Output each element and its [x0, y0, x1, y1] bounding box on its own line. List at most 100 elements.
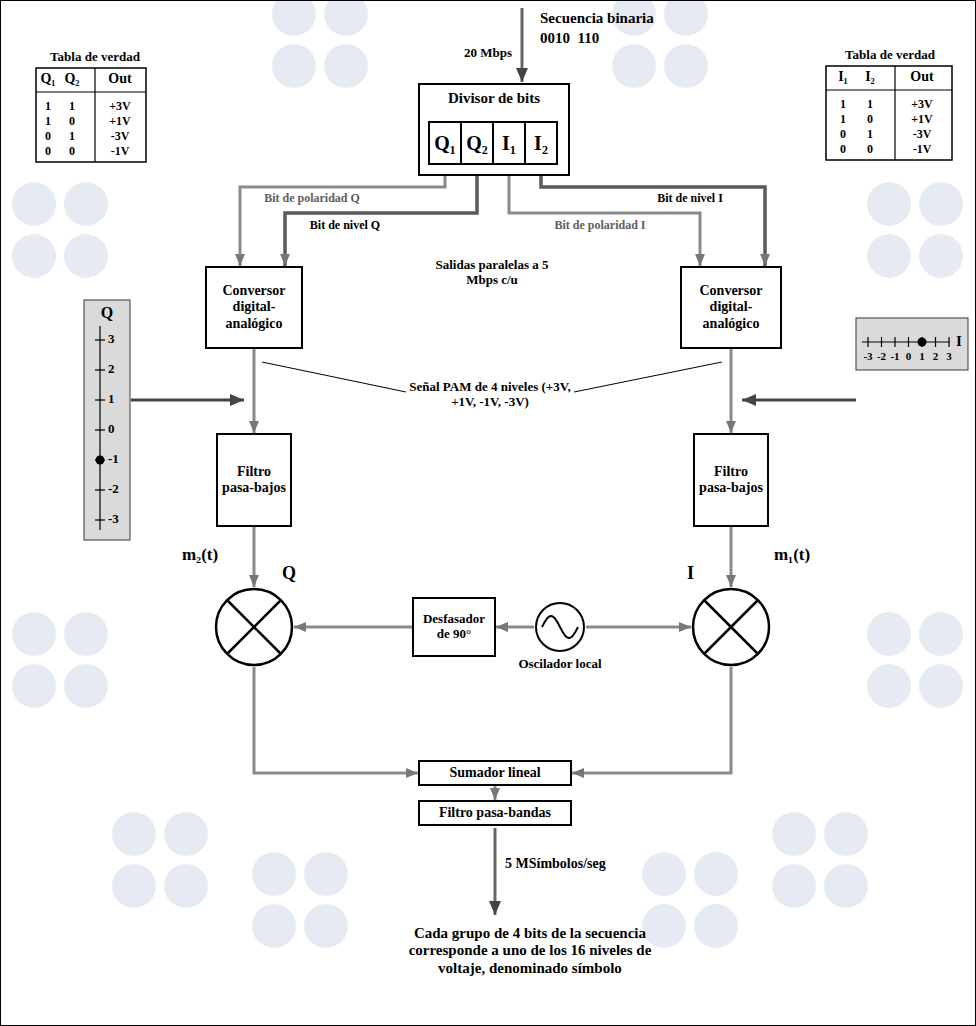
axis-tick: [95, 519, 105, 520]
text-label: Q: [92, 304, 122, 322]
axis-line: [99, 326, 100, 530]
table-divider: [826, 89, 952, 90]
adder-box: Sumador lineal: [418, 760, 572, 786]
node-label: Filtro pasa-bajos: [699, 464, 763, 496]
signal-connector: [541, 165, 765, 266]
text-label: 0010 110: [540, 30, 690, 47]
label-text: Out: [108, 71, 131, 86]
text-label: 0: [28, 145, 68, 159]
label-text: 5 MSímbolos/seg: [505, 856, 606, 871]
watermark-circle: [252, 904, 296, 948]
axis-tick: [894, 337, 895, 347]
table-divider: [94, 68, 95, 162]
label-text: Q₁: [40, 71, 55, 86]
label-text: +3V: [911, 97, 933, 111]
label-text: 3: [108, 331, 115, 346]
signal-connector: [586, 626, 691, 629]
signal-connector: [494, 786, 497, 800]
oscillator-circle: Oscilador local: [534, 601, 586, 653]
label-text: 1: [45, 99, 51, 113]
text-label: -3V: [100, 130, 140, 144]
bit-cell: Q₂: [460, 121, 494, 165]
truth-table-frame: [826, 66, 952, 160]
truth-table-frame: [36, 68, 146, 162]
text-label: 0: [900, 350, 918, 363]
label-text: I₂: [865, 69, 875, 84]
label-text: I₁: [838, 69, 848, 84]
signal-connector: [254, 667, 418, 773]
axis-line: [862, 341, 950, 342]
text-label: I: [952, 333, 966, 350]
signal-connector: [730, 527, 733, 587]
text-label: I₂: [850, 69, 890, 85]
watermark-circle: [664, 44, 708, 88]
label-text: 2: [108, 361, 115, 376]
watermark-circle: [919, 612, 963, 656]
label-text: Tabla de verdad: [50, 49, 140, 64]
label-text: +3V: [109, 99, 131, 113]
watermark-circle: [164, 864, 208, 908]
text-label: Out: [100, 71, 140, 87]
label-text: 2: [933, 350, 939, 362]
connector-label-text: m₂(t): [180, 545, 220, 564]
text-label: 1: [823, 113, 863, 127]
mixer-outline: [693, 589, 769, 665]
signal-connector: [240, 165, 445, 266]
label-text: -3V: [111, 129, 130, 143]
label-text: 0010 110: [540, 30, 599, 46]
label-text: -1: [108, 451, 119, 466]
label-text: 1: [45, 114, 51, 128]
text-label: -2: [108, 482, 130, 497]
bit-name: Q₁: [434, 132, 456, 155]
watermark-circle: [772, 812, 816, 856]
text-label: Señal PAM de 4 niveles (+3V, +1V, -1V, -…: [406, 380, 574, 410]
label-text: +1V: [911, 112, 933, 126]
node-label: Divisor de bits: [420, 90, 568, 107]
node-label: Filtro pasa-bajos: [222, 464, 286, 496]
watermark-circle: [252, 852, 296, 896]
text-label: -3V: [902, 128, 942, 142]
watermark-circle: [772, 864, 816, 908]
label-text: 0: [867, 142, 873, 156]
text-label: Q₂: [52, 71, 92, 87]
text-label: -1: [108, 452, 130, 467]
watermark-circle: [824, 864, 868, 908]
connector-label: m₂(t): [180, 545, 220, 565]
watermark-circle: [694, 852, 738, 896]
text-label: 1: [108, 392, 130, 407]
text-label: 0: [52, 145, 92, 159]
text-label: -3: [108, 512, 130, 527]
label-text: Q₂: [64, 71, 79, 86]
text-label: 2: [927, 350, 945, 363]
table-divider: [894, 66, 895, 160]
mixer-outline: [216, 589, 292, 665]
axis-tick: [948, 337, 949, 347]
watermark-circle: [304, 852, 348, 896]
watermark-circle: [664, 0, 708, 36]
label-text: -3: [863, 350, 872, 362]
text-label: 1: [28, 100, 68, 114]
label-text: 1: [108, 391, 115, 406]
text-label: -1V: [902, 143, 942, 157]
node-label: Filtro pasa-bandas: [439, 805, 551, 821]
text-label: 3: [940, 350, 958, 363]
watermark-circle: [164, 812, 208, 856]
output-arrow: [494, 828, 497, 915]
label-text: 20 Mbps: [464, 45, 512, 60]
constellation-dot: [918, 338, 927, 347]
text-label: 1: [850, 98, 890, 112]
text-label: 20 Mbps: [420, 46, 512, 61]
watermark-circle: [64, 182, 108, 226]
watermark-circle: [112, 864, 156, 908]
oscillator-outline: [536, 603, 584, 651]
text-label: 1: [52, 100, 92, 114]
lowpass-filter-box: Filtro pasa-bajos: [693, 433, 769, 527]
signal-connector: [509, 165, 700, 266]
watermark-circle: [12, 182, 56, 226]
label-text: Out: [910, 69, 933, 84]
connector-label: Bit de polaridad I: [552, 219, 647, 233]
text-label: 1: [823, 98, 863, 112]
watermark-circle: [867, 664, 911, 708]
text-label: 0: [850, 113, 890, 127]
